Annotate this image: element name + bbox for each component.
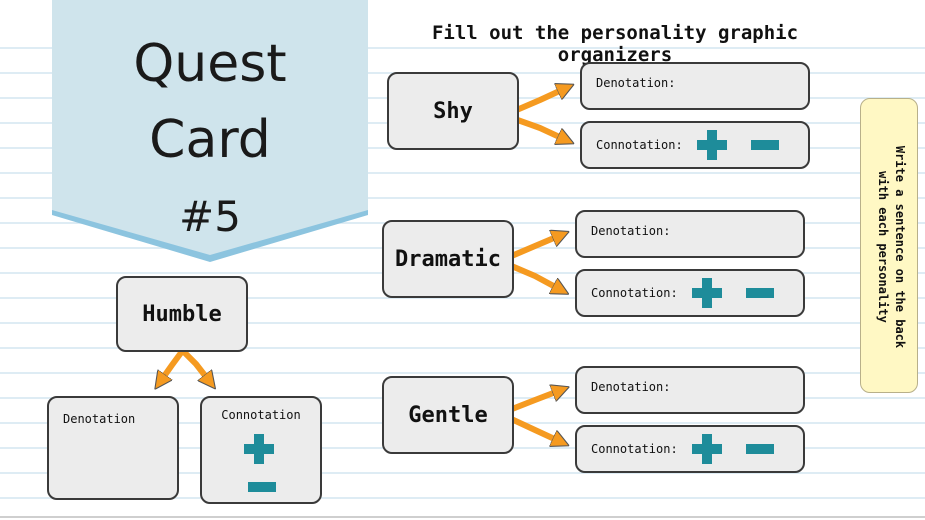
shy-denotation-field[interactable]: Denotation: <box>580 62 810 110</box>
humble-arrow-right <box>175 343 210 382</box>
shy-arrow-denotation <box>510 88 566 115</box>
shy-arrow-connotation <box>510 115 566 140</box>
humble-connotation-label: Connotation <box>221 408 301 422</box>
banner-title-line3: #5 <box>179 192 241 241</box>
quest-card-banner <box>52 0 368 262</box>
dramatic-arrow-denotation <box>505 235 561 261</box>
dramatic-word: Dramatic <box>395 246 501 272</box>
shy-word-box: Shy <box>387 72 519 150</box>
plus-icon <box>244 434 274 464</box>
gentle-connotation-field[interactable]: Connotation: <box>575 425 805 473</box>
banner-title-line1: Quest <box>133 34 287 94</box>
gentle-connotation-label: Connotation: <box>591 442 678 456</box>
side-note-text: Write a sentence on the back with each p… <box>874 107 908 387</box>
dramatic-arrow-connotation <box>505 261 561 290</box>
side-note-line2: with each personality <box>876 171 890 323</box>
humble-word-box: Humble <box>116 276 248 352</box>
gentle-word: Gentle <box>408 402 488 428</box>
shy-word: Shy <box>433 98 473 124</box>
humble-word: Humble <box>142 301 222 327</box>
minus-icon <box>745 444 774 454</box>
humble-denotation-box[interactable]: Denotation <box>47 396 179 500</box>
shy-connotation-field[interactable]: Connotation: <box>580 121 810 169</box>
shy-connotation-label: Connotation: <box>596 138 683 152</box>
minus-icon <box>248 482 276 492</box>
dramatic-connotation-field[interactable]: Connotation: <box>575 269 805 317</box>
gentle-arrow-denotation <box>505 390 561 414</box>
dramatic-denotation-label: Denotation: <box>591 224 671 238</box>
minus-icon <box>750 140 779 150</box>
gentle-denotation-label: Denotation: <box>591 380 671 394</box>
gentle-denotation-field[interactable]: Denotation: <box>575 366 805 414</box>
dramatic-denotation-field[interactable]: Denotation: <box>575 210 805 258</box>
humble-denotation-label: Denotation <box>63 412 136 426</box>
gentle-arrow-connotation <box>505 414 561 442</box>
side-note: Write a sentence on the back with each p… <box>860 98 918 393</box>
page-title: Fill out the personality graphic organiz… <box>431 22 799 66</box>
plus-icon <box>691 278 722 308</box>
banner-title-line2: Card <box>149 110 271 170</box>
shy-denotation-label: Denotation: <box>596 76 676 90</box>
minus-icon <box>745 288 774 298</box>
dramatic-word-box: Dramatic <box>382 220 514 298</box>
dramatic-connotation-label: Connotation: <box>591 286 678 300</box>
gentle-word-box: Gentle <box>382 376 514 454</box>
side-note-line1: Write a sentence on the back <box>893 145 907 349</box>
humble-connotation-box[interactable]: Connotation <box>200 396 322 504</box>
plus-icon <box>696 130 727 160</box>
plus-icon <box>691 434 722 464</box>
